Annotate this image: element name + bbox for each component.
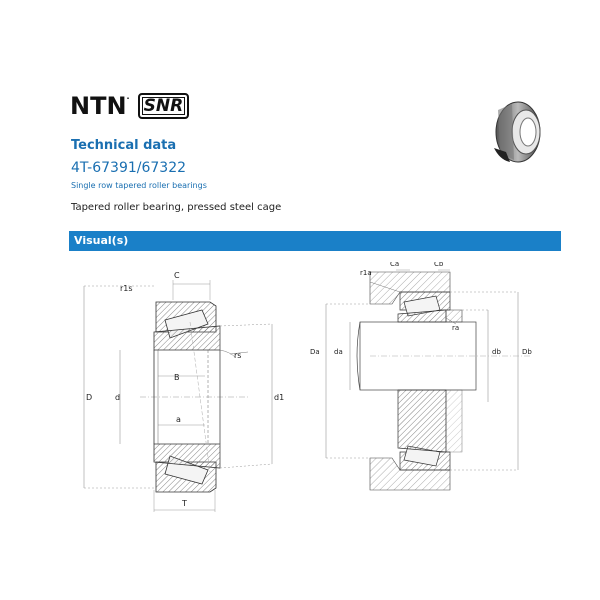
bearing-image xyxy=(494,101,541,163)
label-r1s: r1s xyxy=(120,284,133,293)
label-a: a xyxy=(176,415,181,424)
label-Da: Da xyxy=(310,348,320,356)
label-T: T xyxy=(181,499,187,508)
label-rs: rs xyxy=(234,351,241,360)
label-r1a: r1a xyxy=(360,269,372,277)
label-d: d xyxy=(115,393,120,402)
label-C: C xyxy=(174,271,180,280)
bearing-type: Single row tapered roller bearings xyxy=(71,181,207,190)
label-Cb: Cb xyxy=(434,262,444,268)
label-Db: Db xyxy=(522,348,532,356)
visuals-section-header: Visual(s) xyxy=(69,231,561,251)
label-d1: d1 xyxy=(274,393,284,402)
mounting-drawing: r1a Ca Cb ra Da da db Db xyxy=(310,262,532,491)
bearing-code: 4T-67391/67322 xyxy=(71,160,187,176)
label-B: B xyxy=(174,373,180,382)
label-da: da xyxy=(334,348,343,356)
bearing-section-drawing: C r1s rs D d B a d1 T xyxy=(83,271,284,512)
bearing-description: Tapered roller bearing, pressed steel ca… xyxy=(71,202,282,213)
label-D: D xyxy=(86,393,92,402)
technical-drawing: C r1s rs D d B a d1 T xyxy=(83,262,532,512)
technical-data-title: Technical data xyxy=(71,138,177,153)
ntn-logo: NTN. xyxy=(70,92,130,120)
brand-logos: NTN. SNR xyxy=(70,92,190,120)
visuals-label: Visual(s) xyxy=(74,234,129,247)
label-db: db xyxy=(492,348,501,356)
snr-logo: SNR xyxy=(137,93,190,119)
label-Ca: Ca xyxy=(390,262,399,268)
label-ra: ra xyxy=(452,324,459,332)
